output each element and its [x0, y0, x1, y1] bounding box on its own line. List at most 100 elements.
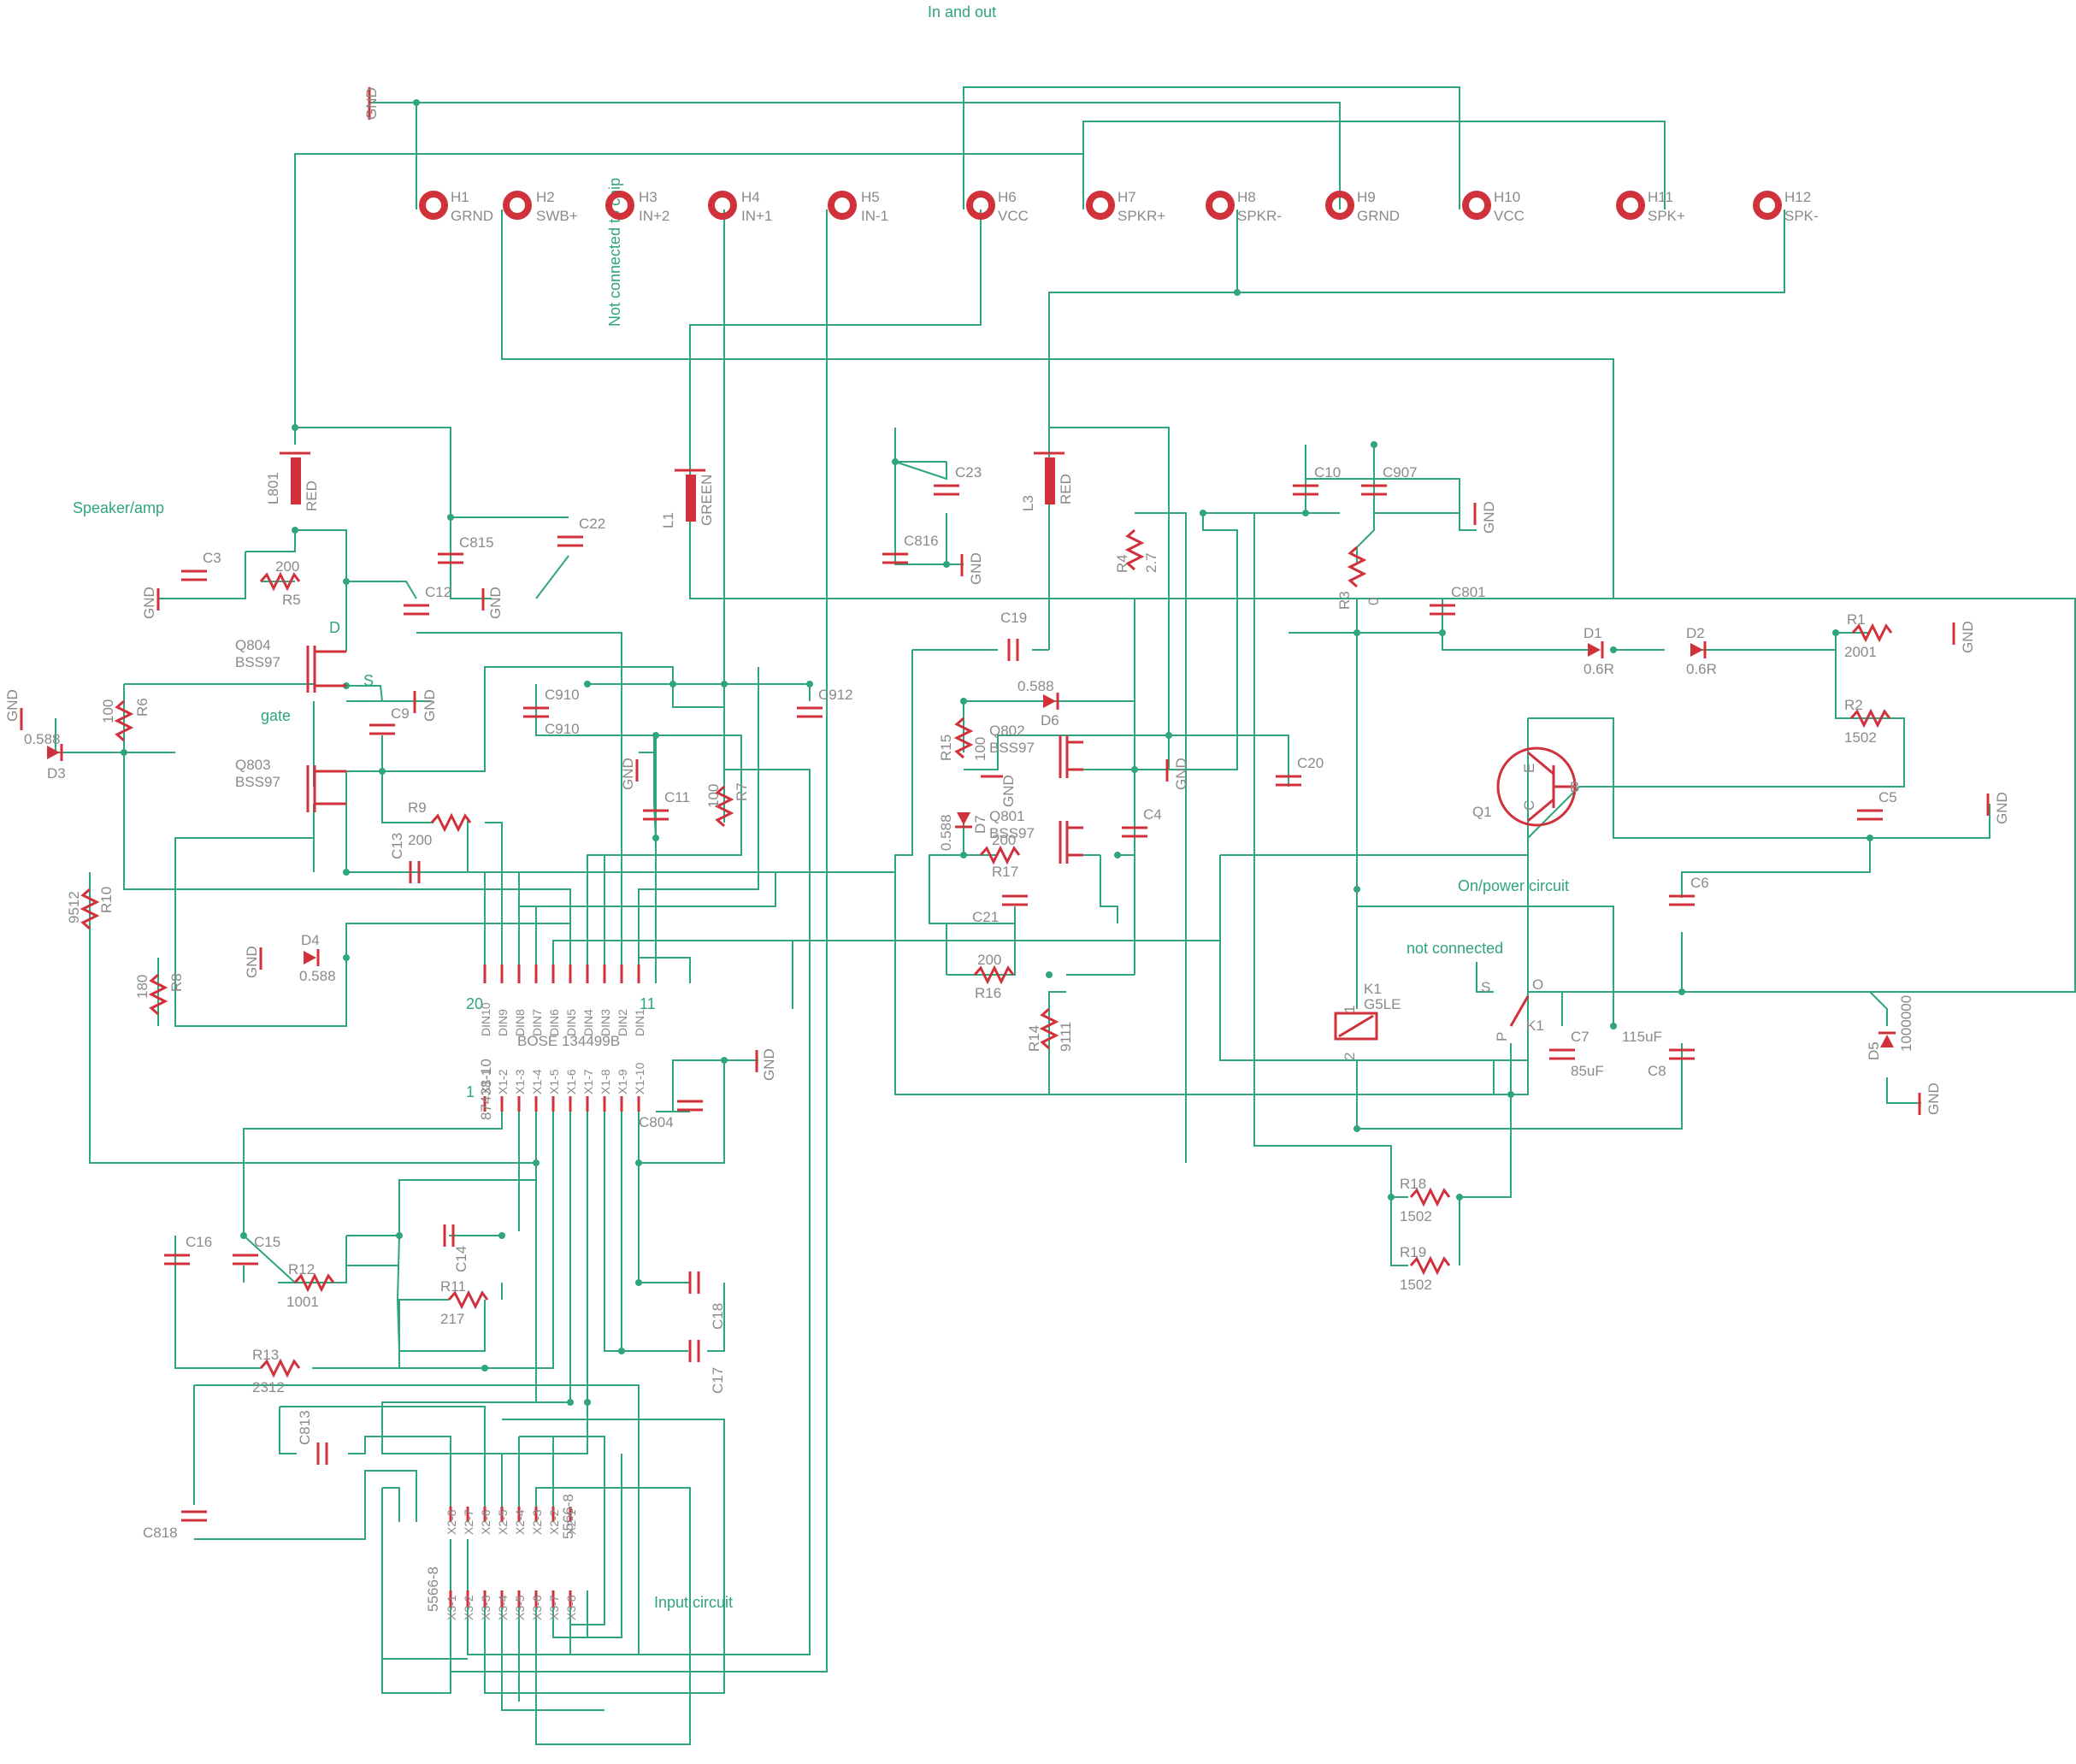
- chip-top-pin-label: DIN7: [530, 1009, 544, 1036]
- capacitor-c815: C815: [438, 534, 494, 564]
- x2-pin-label: X2-1: [564, 1509, 578, 1535]
- led-l1: L1 GREEN: [660, 469, 715, 528]
- chip-bottom-pin-label: X1-8: [599, 1069, 612, 1094]
- x3-pin-label: X3-3: [479, 1595, 492, 1620]
- svg-text:R3: R3: [1336, 591, 1353, 610]
- svg-text:GND: GND: [1960, 621, 1976, 653]
- note-pin1: 1: [466, 1083, 475, 1100]
- svg-text:0.6R: 0.6R: [1584, 661, 1614, 677]
- x2-pin-label: X2-4: [513, 1509, 527, 1535]
- gnd-c5: GND: [1986, 792, 2010, 824]
- capacitor-c23: C23: [934, 464, 982, 496]
- svg-text:GND: GND: [1926, 1083, 1942, 1115]
- svg-text:H12: H12: [1784, 189, 1811, 205]
- svg-text:H7: H7: [1118, 189, 1136, 205]
- junction-dots: [121, 99, 1873, 1406]
- svg-text:BSS97: BSS97: [235, 774, 280, 790]
- svg-text:9512: 9512: [66, 891, 82, 923]
- svg-text:H1: H1: [451, 189, 469, 205]
- note-drain: D: [329, 619, 340, 636]
- note-on-power-circuit: On/power circuit: [1458, 877, 1569, 894]
- svg-text:R8: R8: [168, 973, 185, 992]
- svg-text:C8: C8: [1648, 1063, 1666, 1079]
- svg-text:GND: GND: [363, 87, 380, 120]
- led-l3: L3 RED: [1020, 451, 1074, 511]
- chip-connector: 87438-10: [478, 1059, 494, 1120]
- svg-text:R17: R17: [992, 864, 1018, 880]
- note-pin11: 11: [640, 995, 656, 1012]
- svg-text:R13: R13: [252, 1347, 279, 1363]
- svg-text:Q801: Q801: [989, 808, 1025, 824]
- svg-text:D7: D7: [972, 815, 988, 834]
- svg-text:1502: 1502: [1400, 1208, 1432, 1224]
- svg-text:GND: GND: [968, 552, 984, 585]
- svg-text:200: 200: [408, 832, 432, 848]
- capacitor-c804: C804: [639, 1100, 703, 1130]
- svg-text:D4: D4: [301, 932, 320, 948]
- x2-pin-label: X2-2: [547, 1509, 561, 1535]
- svg-text:VCC: VCC: [1494, 208, 1525, 224]
- svg-text:SPKR-: SPKR-: [1237, 208, 1282, 224]
- svg-text:GREEN: GREEN: [699, 475, 715, 526]
- x2-pin-label: X2-5: [496, 1509, 510, 1535]
- gnd-c3: GND: [141, 587, 160, 619]
- svg-text:R10: R10: [98, 887, 115, 913]
- svg-text:D3: D3: [47, 765, 66, 782]
- svg-text:C21: C21: [972, 909, 999, 925]
- svg-text:200: 200: [992, 832, 1016, 848]
- capacitor-c18: C18: [688, 1271, 726, 1330]
- capacitor-c3: C3: [181, 550, 221, 581]
- capacitor-c16: C16: [164, 1234, 212, 1265]
- svg-text:115uF: 115uF: [1622, 1029, 1662, 1045]
- svg-text:C816: C816: [904, 533, 939, 549]
- svg-text:C910: C910: [545, 687, 580, 703]
- gnd-c9: GND: [413, 689, 438, 722]
- svg-text:R2: R2: [1844, 697, 1863, 713]
- chip-bottom-pin-label: X1-1: [479, 1069, 492, 1094]
- svg-text:C17: C17: [710, 1367, 726, 1394]
- capacitor-c5: C5: [1857, 789, 1897, 821]
- svg-text:R15: R15: [938, 735, 954, 761]
- connector-x3-name: 5566-8: [425, 1566, 441, 1612]
- svg-text:GND: GND: [487, 587, 504, 619]
- resistor-r10: 9512 R10: [66, 887, 115, 930]
- svg-text:GND: GND: [4, 689, 21, 722]
- svg-text:SPK-: SPK-: [1784, 208, 1819, 224]
- svg-text:B: B: [1570, 779, 1579, 795]
- note-gate: gate: [261, 707, 291, 724]
- svg-text:GND: GND: [620, 758, 636, 790]
- diode-d2: D20.6R: [1686, 625, 1717, 677]
- svg-text:C6: C6: [1690, 875, 1709, 891]
- chip-bottom-pin-label: X1-2: [496, 1069, 510, 1094]
- chip-bottom-pin-label: X1-3: [513, 1069, 527, 1094]
- svg-text:GND: GND: [1481, 501, 1497, 534]
- svg-text:C14: C14: [453, 1246, 469, 1272]
- svg-text:C18: C18: [710, 1303, 726, 1330]
- x3-pin-label: X3-2: [462, 1595, 475, 1620]
- svg-text:R11: R11: [440, 1278, 466, 1295]
- gnd-top: GND: [363, 87, 380, 120]
- svg-text:C11: C11: [664, 789, 690, 805]
- svg-text:C907: C907: [1383, 464, 1418, 481]
- chip-bottom-pin-label: X1-7: [581, 1069, 595, 1094]
- svg-text:C15: C15: [254, 1234, 280, 1250]
- svg-text:BSS97: BSS97: [989, 825, 1035, 841]
- x2-pin-label: X2-8: [445, 1509, 458, 1535]
- wire-net: [55, 86, 2076, 1745]
- svg-text:R1: R1: [1847, 611, 1866, 628]
